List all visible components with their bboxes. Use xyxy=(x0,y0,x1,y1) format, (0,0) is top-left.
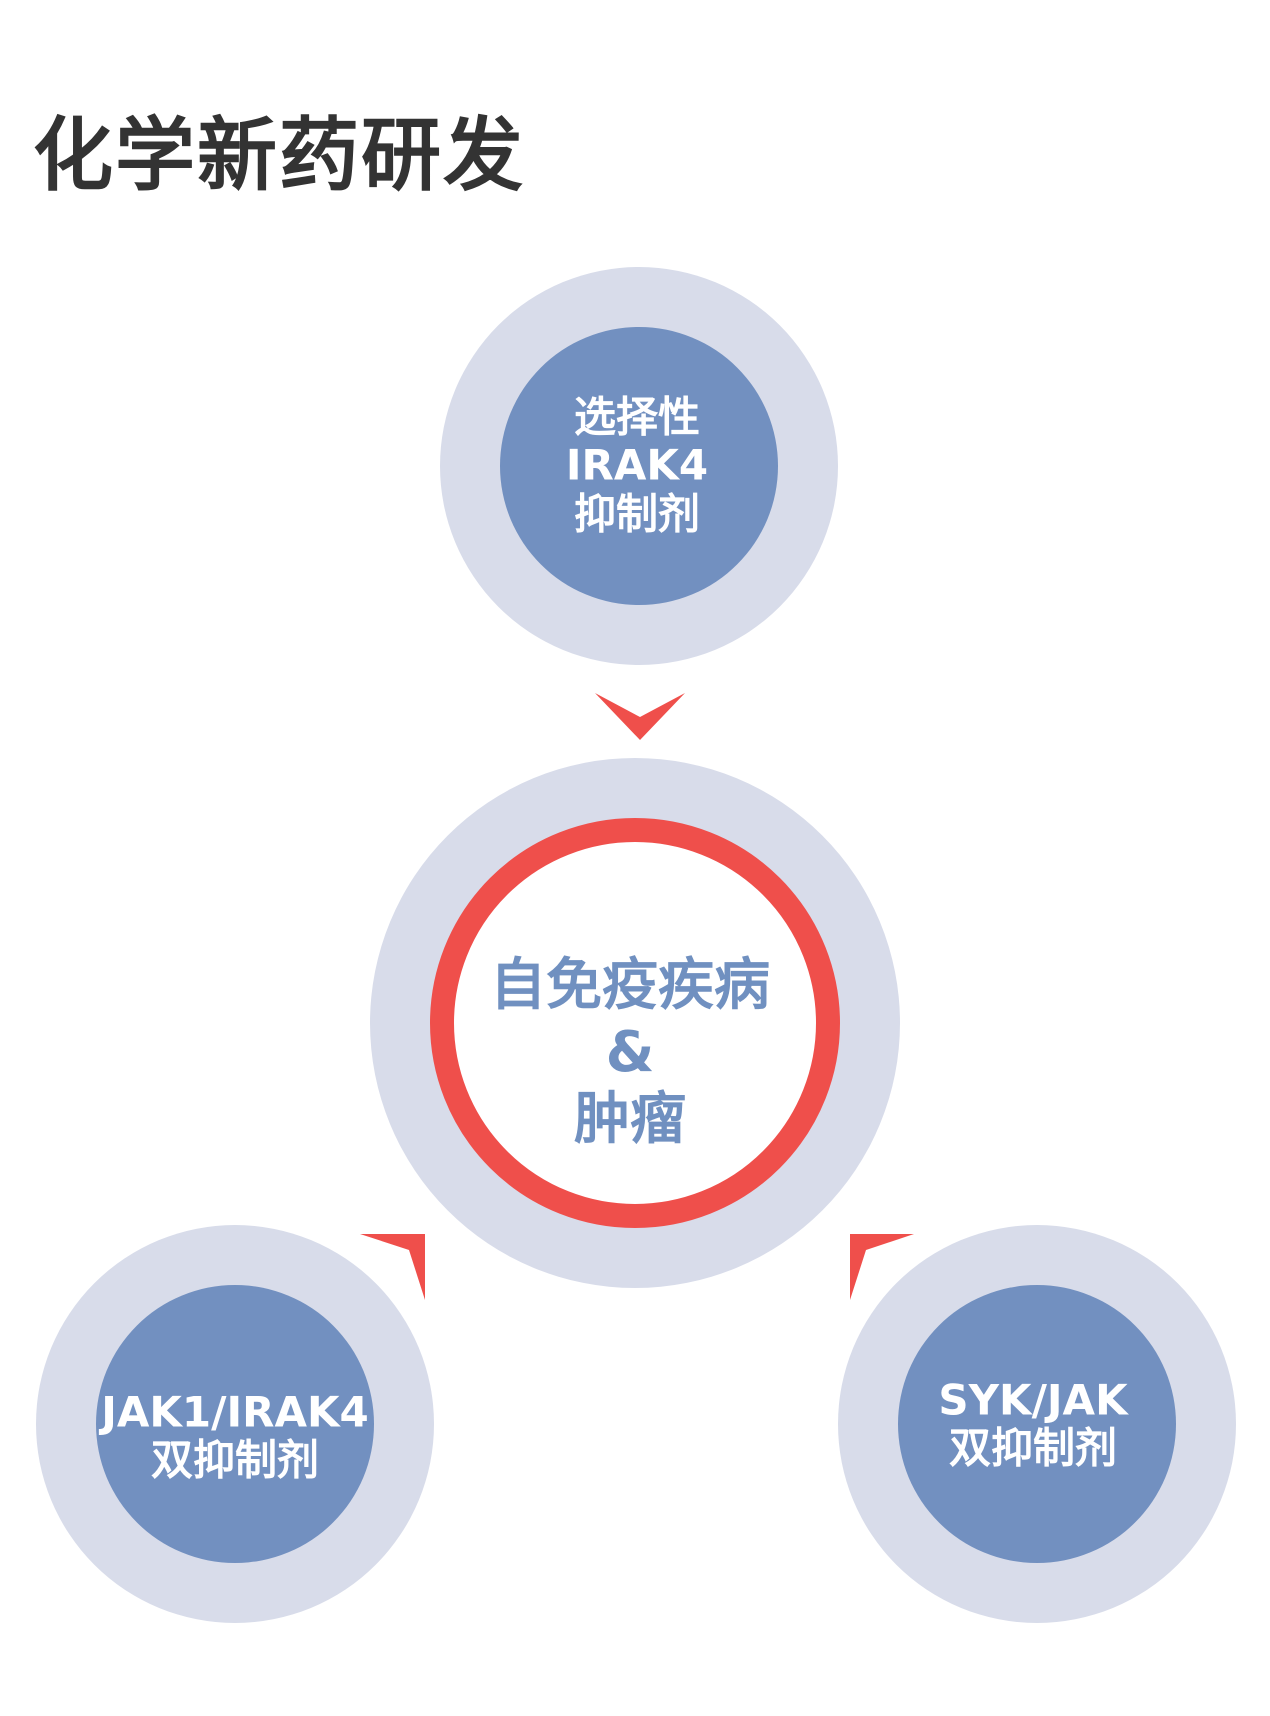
bottom-left-node-label: JAK1/IRAK4 双抑制剂 xyxy=(101,1387,369,1486)
center-node-line: 肿瘤 xyxy=(574,1087,686,1153)
bottom-left-node-line: JAK1/IRAK4 xyxy=(101,1387,369,1437)
right-arrow-icon xyxy=(850,1234,914,1300)
bottom-right-node-line: 双抑制剂 xyxy=(948,1424,1118,1473)
bottom-right-node-label: SYK/JAK 双抑制剂 xyxy=(938,1375,1128,1474)
center-node-line: & xyxy=(605,1020,655,1086)
center-node-line: 自免疫疾病 xyxy=(490,953,770,1019)
bottom-left-node-line: 双抑制剂 xyxy=(150,1436,320,1485)
left-arrow-icon xyxy=(360,1234,425,1300)
top-node-line: IRAK4 xyxy=(565,440,709,490)
top-node-line: 选择性 xyxy=(573,392,700,442)
top-node-line: 抑制剂 xyxy=(573,489,700,539)
bottom-left-node-circle xyxy=(36,1225,434,1623)
page-title: 化学新药研发 xyxy=(33,109,525,202)
center-node-circle xyxy=(370,758,900,1288)
down-arrow-icon xyxy=(595,693,685,740)
top-node-label: 选择性 IRAK4 抑制剂 xyxy=(565,392,709,539)
top-node-circle xyxy=(440,267,838,665)
bottom-right-node-circle xyxy=(838,1225,1236,1623)
center-node-label: 自免疫疾病 & 肿瘤 xyxy=(490,952,770,1154)
bottom-right-node-line: SYK/JAK xyxy=(938,1375,1128,1425)
